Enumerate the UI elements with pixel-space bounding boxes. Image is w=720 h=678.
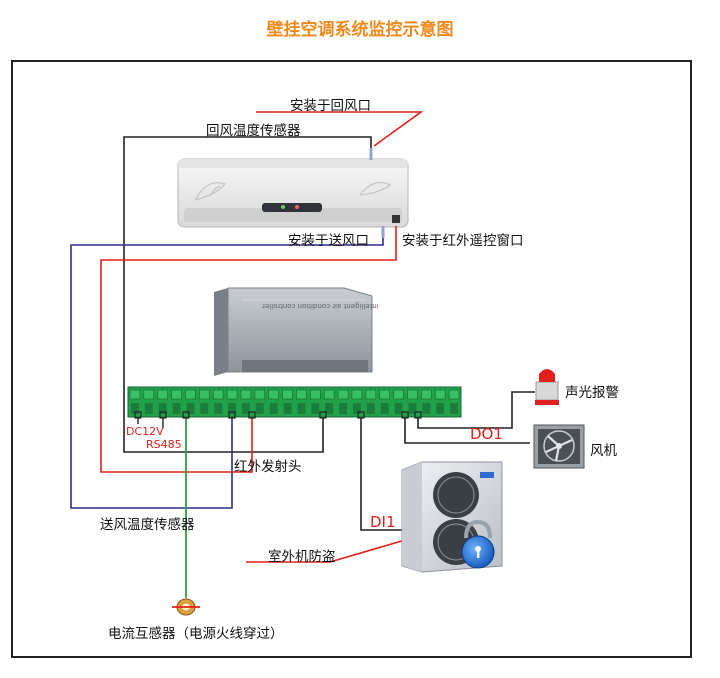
terminal-screw	[282, 389, 293, 400]
terminal-port	[311, 403, 320, 414]
terminal-port	[436, 403, 445, 414]
wire-connector	[414, 411, 422, 419]
wire-connector	[357, 411, 365, 419]
terminal-screw	[351, 389, 363, 400]
terminal-port	[186, 403, 195, 414]
terminal-screw	[226, 389, 238, 400]
controller-box	[214, 287, 373, 376]
return-air-mount-label: 安装于回风口	[290, 98, 371, 114]
terminal-port	[144, 403, 153, 414]
terminal-port	[339, 403, 347, 414]
wire-connector	[159, 411, 167, 419]
terminal-screw	[254, 389, 266, 400]
terminal-port	[380, 403, 389, 414]
terminal-port	[158, 403, 167, 414]
current-transformer-sensor	[172, 598, 200, 616]
terminal-screw	[129, 389, 141, 400]
terminal-port	[228, 403, 236, 414]
terminal-screw	[157, 389, 168, 400]
terminal-screw	[212, 389, 224, 400]
terminal-screw	[393, 389, 404, 400]
dc12v-label: DC12V	[126, 425, 164, 438]
do1-label: DO1	[470, 425, 503, 443]
terminal-screw	[407, 389, 418, 400]
terminal-screw	[143, 389, 155, 400]
terminal-port	[269, 403, 278, 414]
fan-label: 风机	[590, 443, 617, 459]
alarm-light-icon	[535, 369, 559, 405]
wire-connector	[401, 411, 409, 419]
terminal-port	[131, 403, 139, 414]
terminal-port	[255, 403, 264, 414]
supply-air-sensor-label: 送风温度传感器	[100, 517, 195, 533]
terminal-screw	[268, 389, 279, 400]
terminal-port	[450, 403, 458, 414]
terminal-screw	[310, 389, 321, 400]
terminal-screw	[337, 389, 349, 400]
terminal-port	[394, 403, 403, 414]
diagram-title: 壁挂空调系统监控示意图	[266, 20, 454, 40]
di1-label: DI1	[370, 513, 396, 531]
terminal-screw	[323, 389, 335, 400]
terminal-screw	[185, 389, 196, 400]
terminal-port	[214, 403, 223, 414]
terminal-screw	[199, 389, 210, 400]
terminal-port	[366, 403, 375, 414]
alarm-label: 声光报警	[565, 385, 619, 401]
fan-icon	[533, 424, 585, 469]
diagram-frame	[11, 60, 692, 658]
terminal-port	[325, 403, 334, 414]
terminal-port	[200, 403, 209, 414]
terminal-port	[408, 403, 417, 414]
terminal-screw	[448, 389, 460, 400]
rs485-label: RS485	[146, 438, 182, 451]
wire-connector	[134, 411, 142, 419]
terminal-screw	[365, 389, 377, 400]
return-air-sensor-label: 回风温度传感器	[206, 123, 301, 139]
wire-connector	[182, 411, 190, 419]
terminal-screw	[171, 389, 182, 400]
wire-connector	[248, 411, 256, 419]
terminal-port	[172, 403, 181, 414]
wire-connector	[228, 411, 236, 419]
terminal-screw	[434, 389, 446, 400]
outdoor-theft-label: 室外机防盗	[268, 549, 336, 565]
terminal-port	[297, 403, 306, 414]
supply-air-mount-label: 安装于送风口	[288, 233, 369, 249]
terminal-port	[242, 403, 250, 414]
terminal-port	[283, 403, 292, 414]
lock-icon	[461, 519, 495, 569]
controller-model-text: intelligent air condition controller	[262, 302, 379, 310]
terminal-port	[353, 403, 361, 414]
current-transformer-label: 电流互感器（电源火线穿过）	[108, 626, 284, 642]
terminal-screw	[379, 389, 390, 400]
ir-emitter-label: 红外发射头	[234, 459, 302, 475]
terminal-screw	[296, 389, 307, 400]
ir-window-mount-label: 安装于红外遥控窗口	[402, 233, 524, 249]
terminal-screw	[240, 389, 252, 400]
terminal-port	[422, 403, 431, 414]
terminal-strip	[127, 386, 462, 418]
wire-connector	[319, 411, 327, 419]
terminal-screw	[421, 389, 432, 400]
indoor-ac-unit	[177, 158, 409, 228]
